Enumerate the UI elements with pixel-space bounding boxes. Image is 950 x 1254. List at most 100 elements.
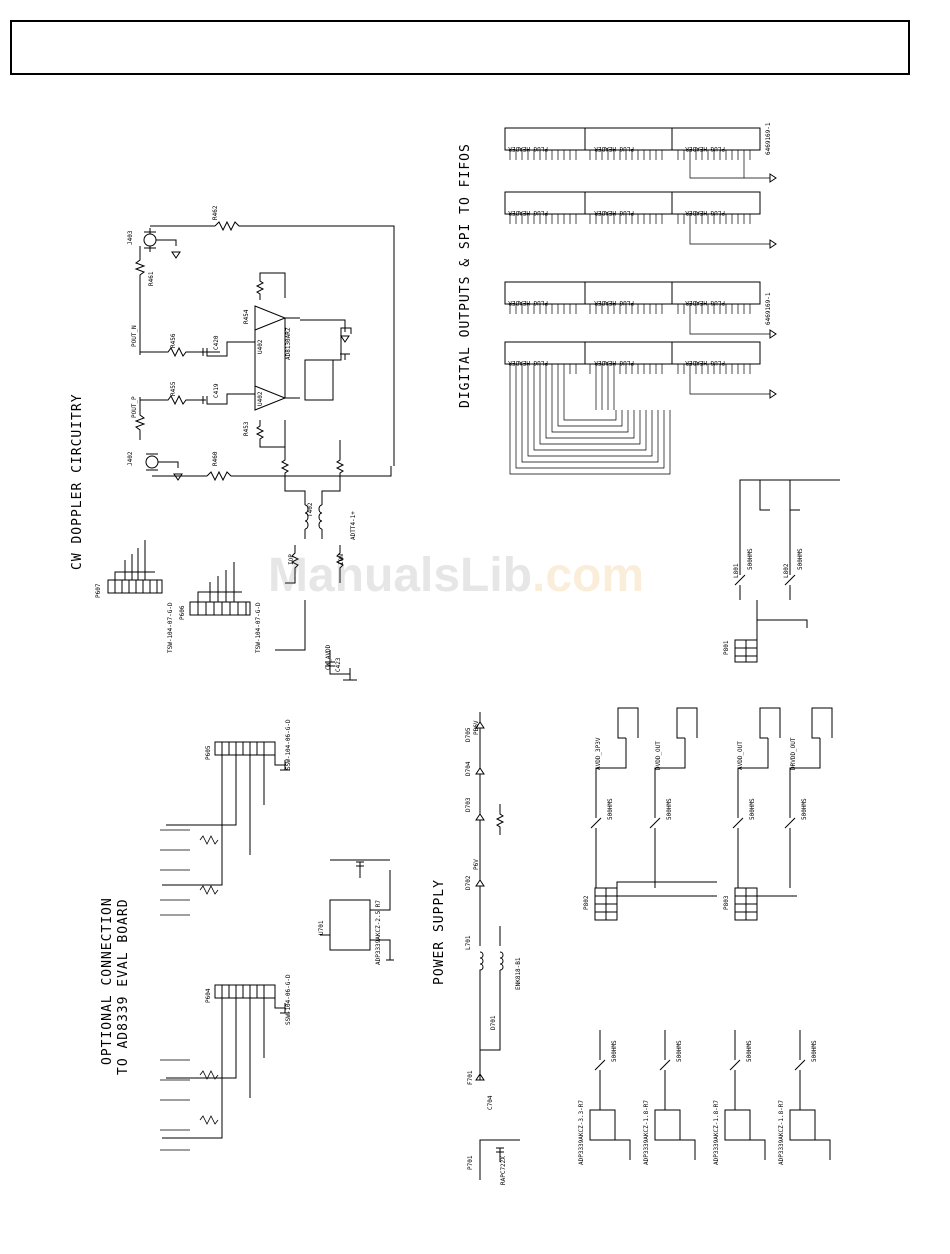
plug-header-p702-b [504,341,761,365]
part-6469169-b: 6469169-1 [765,292,772,325]
part-adp3339-4: ADP3339AKCZ-1.8-R7 [778,1100,785,1165]
ref-d701: D701 [490,1015,497,1030]
label-plug-header-6: PLUG HEADER [685,209,725,216]
ref-j403: J403 [127,230,134,245]
val-l705: 500HMS [676,1040,683,1062]
net-dvdd-out: DVDD_OUT [655,741,662,770]
ref-p802: P802 [583,895,590,910]
ref-p803: P803 [723,895,730,910]
ref-r461: R461 [148,271,155,286]
plug-header-p703-top [504,127,761,151]
val-l802: 500HMS [797,548,804,570]
ref-r453: R453 [243,421,250,436]
header-p607 [107,540,163,594]
net-avdd-out: AVDD_OUT [737,741,744,770]
val-l702: 500HMS [607,798,614,820]
ref-r455: R455 [170,381,177,396]
net-iop: IOP [288,554,295,565]
net-p6v: P6V [473,859,480,870]
ref-p605: P605 [205,745,212,760]
val-l706: 500HMS [746,1040,753,1062]
plug-header-p702-a [504,281,761,305]
val-l709: 500HMS [811,1040,818,1062]
ref-r460: R460 [212,451,219,466]
ref-p701: P701 [467,1155,474,1170]
header-p606 [189,562,251,616]
val-l704: 500HMS [801,798,808,820]
ldo-u701 [320,859,394,961]
ref-d704: D704 [465,761,472,776]
ref-r454: R454 [243,309,250,324]
ref-u402a: U402 [257,339,264,354]
ref-p801: P801 [723,640,730,655]
net-avdd-3p3v: AVDD_3P3V [595,737,602,770]
ref-d705: D705 [465,727,472,742]
ref-d703: D703 [465,797,472,812]
title-block-frame [10,20,910,75]
label-plug-header-9: PLUG HEADER [685,299,725,306]
ref-d702: D702 [465,875,472,890]
label-plug-header-8: PLUG HEADER [594,299,634,306]
val-l703: 500HMS [666,798,673,820]
ref-t402: T402 [307,502,314,517]
chip-ad8130 [304,359,334,401]
val-l708: 500HMS [749,798,756,820]
ldo-array [589,1030,831,1160]
net-drvdd-out: DRVDD_OUT [790,737,797,770]
power-input-chain [475,712,520,1180]
ref-c420: C420 [213,335,220,350]
ref-c423: C423 [335,657,342,672]
ref-c419: C419 [213,383,220,398]
part-adp3339-3: ADP3339AKCZ-1.8-R7 [713,1100,720,1165]
ref-ad8130: AD8130ARZ [285,327,292,360]
ref-r456: R456 [170,333,177,348]
part-ssw-2: SSW-104-06-G-D [285,974,292,1025]
part-adp3339-1: ADP3339AKCZ-3.3-R7 [578,1100,585,1165]
part-adp3339-2: ADP3339AKCZ-1.8-R7 [643,1100,650,1165]
net-pout-p: POUT_P [131,396,138,418]
ref-p604: P604 [205,988,212,1003]
label-plug-header-1: PLUG HEADER [508,145,548,152]
net-pout-n: POUT_N [131,325,138,347]
header-p605 [162,741,290,886]
header-p801 [734,600,808,663]
part-tsw-1: TSW-104-07-G-D [167,602,174,653]
header-p802 [594,881,717,921]
ref-l801: L801 [733,563,740,578]
opamp-u402 [254,305,300,411]
label-plug-header-7: PLUG HEADER [508,299,548,306]
ref-p607: P607 [95,583,102,598]
label-plug-header-10: PLUG HEADER [508,359,548,366]
ref-r462: R462 [212,205,219,220]
part-adp3339-main: ADP3339AKCZ-2.5 R7 [375,900,382,965]
ref-c704: C704 [487,1095,494,1110]
connector-j402 [145,453,392,482]
ref-u701: U701 [318,920,325,935]
part-adtt4: ADTT4-1+ [350,511,357,540]
part-tsw-2: TSW-104-07-G-D [255,602,262,653]
label-plug-header-4: PLUG HEADER [508,209,548,216]
ref-l701: L701 [465,935,472,950]
ref-l802: L802 [783,563,790,578]
val-l707: 500HMS [611,1040,618,1062]
net-pb6v: PB6V [473,720,480,735]
transformer-t402 [284,486,341,539]
part-enk818: ENK818-B1 [515,957,522,990]
label-plug-header-5: PLUG HEADER [594,209,634,216]
header-p604 [162,984,290,1139]
ref-f701: F701 [467,1070,474,1085]
connector-j403 [143,220,395,466]
label-plug-header-3: PLUG HEADER [685,145,725,152]
label-plug-header-2: PLUG HEADER [594,145,634,152]
part-rapc722x: RAPC722X [500,1156,507,1185]
label-plug-header-11: PLUG HEADER [594,359,634,366]
part-ssw-1: SSW-104-06-G-D [285,719,292,770]
net-ion: ION [338,554,345,565]
net-cw-avdd: CW_AVDD [325,644,332,670]
watermark-logo: ManualsLib.com [268,549,645,602]
part-6469169-a: 6469169-1 [765,122,772,155]
ref-j402: J402 [127,451,134,466]
ref-p606: P606 [179,605,186,620]
label-plug-header-12: PLUG HEADER [685,359,725,366]
